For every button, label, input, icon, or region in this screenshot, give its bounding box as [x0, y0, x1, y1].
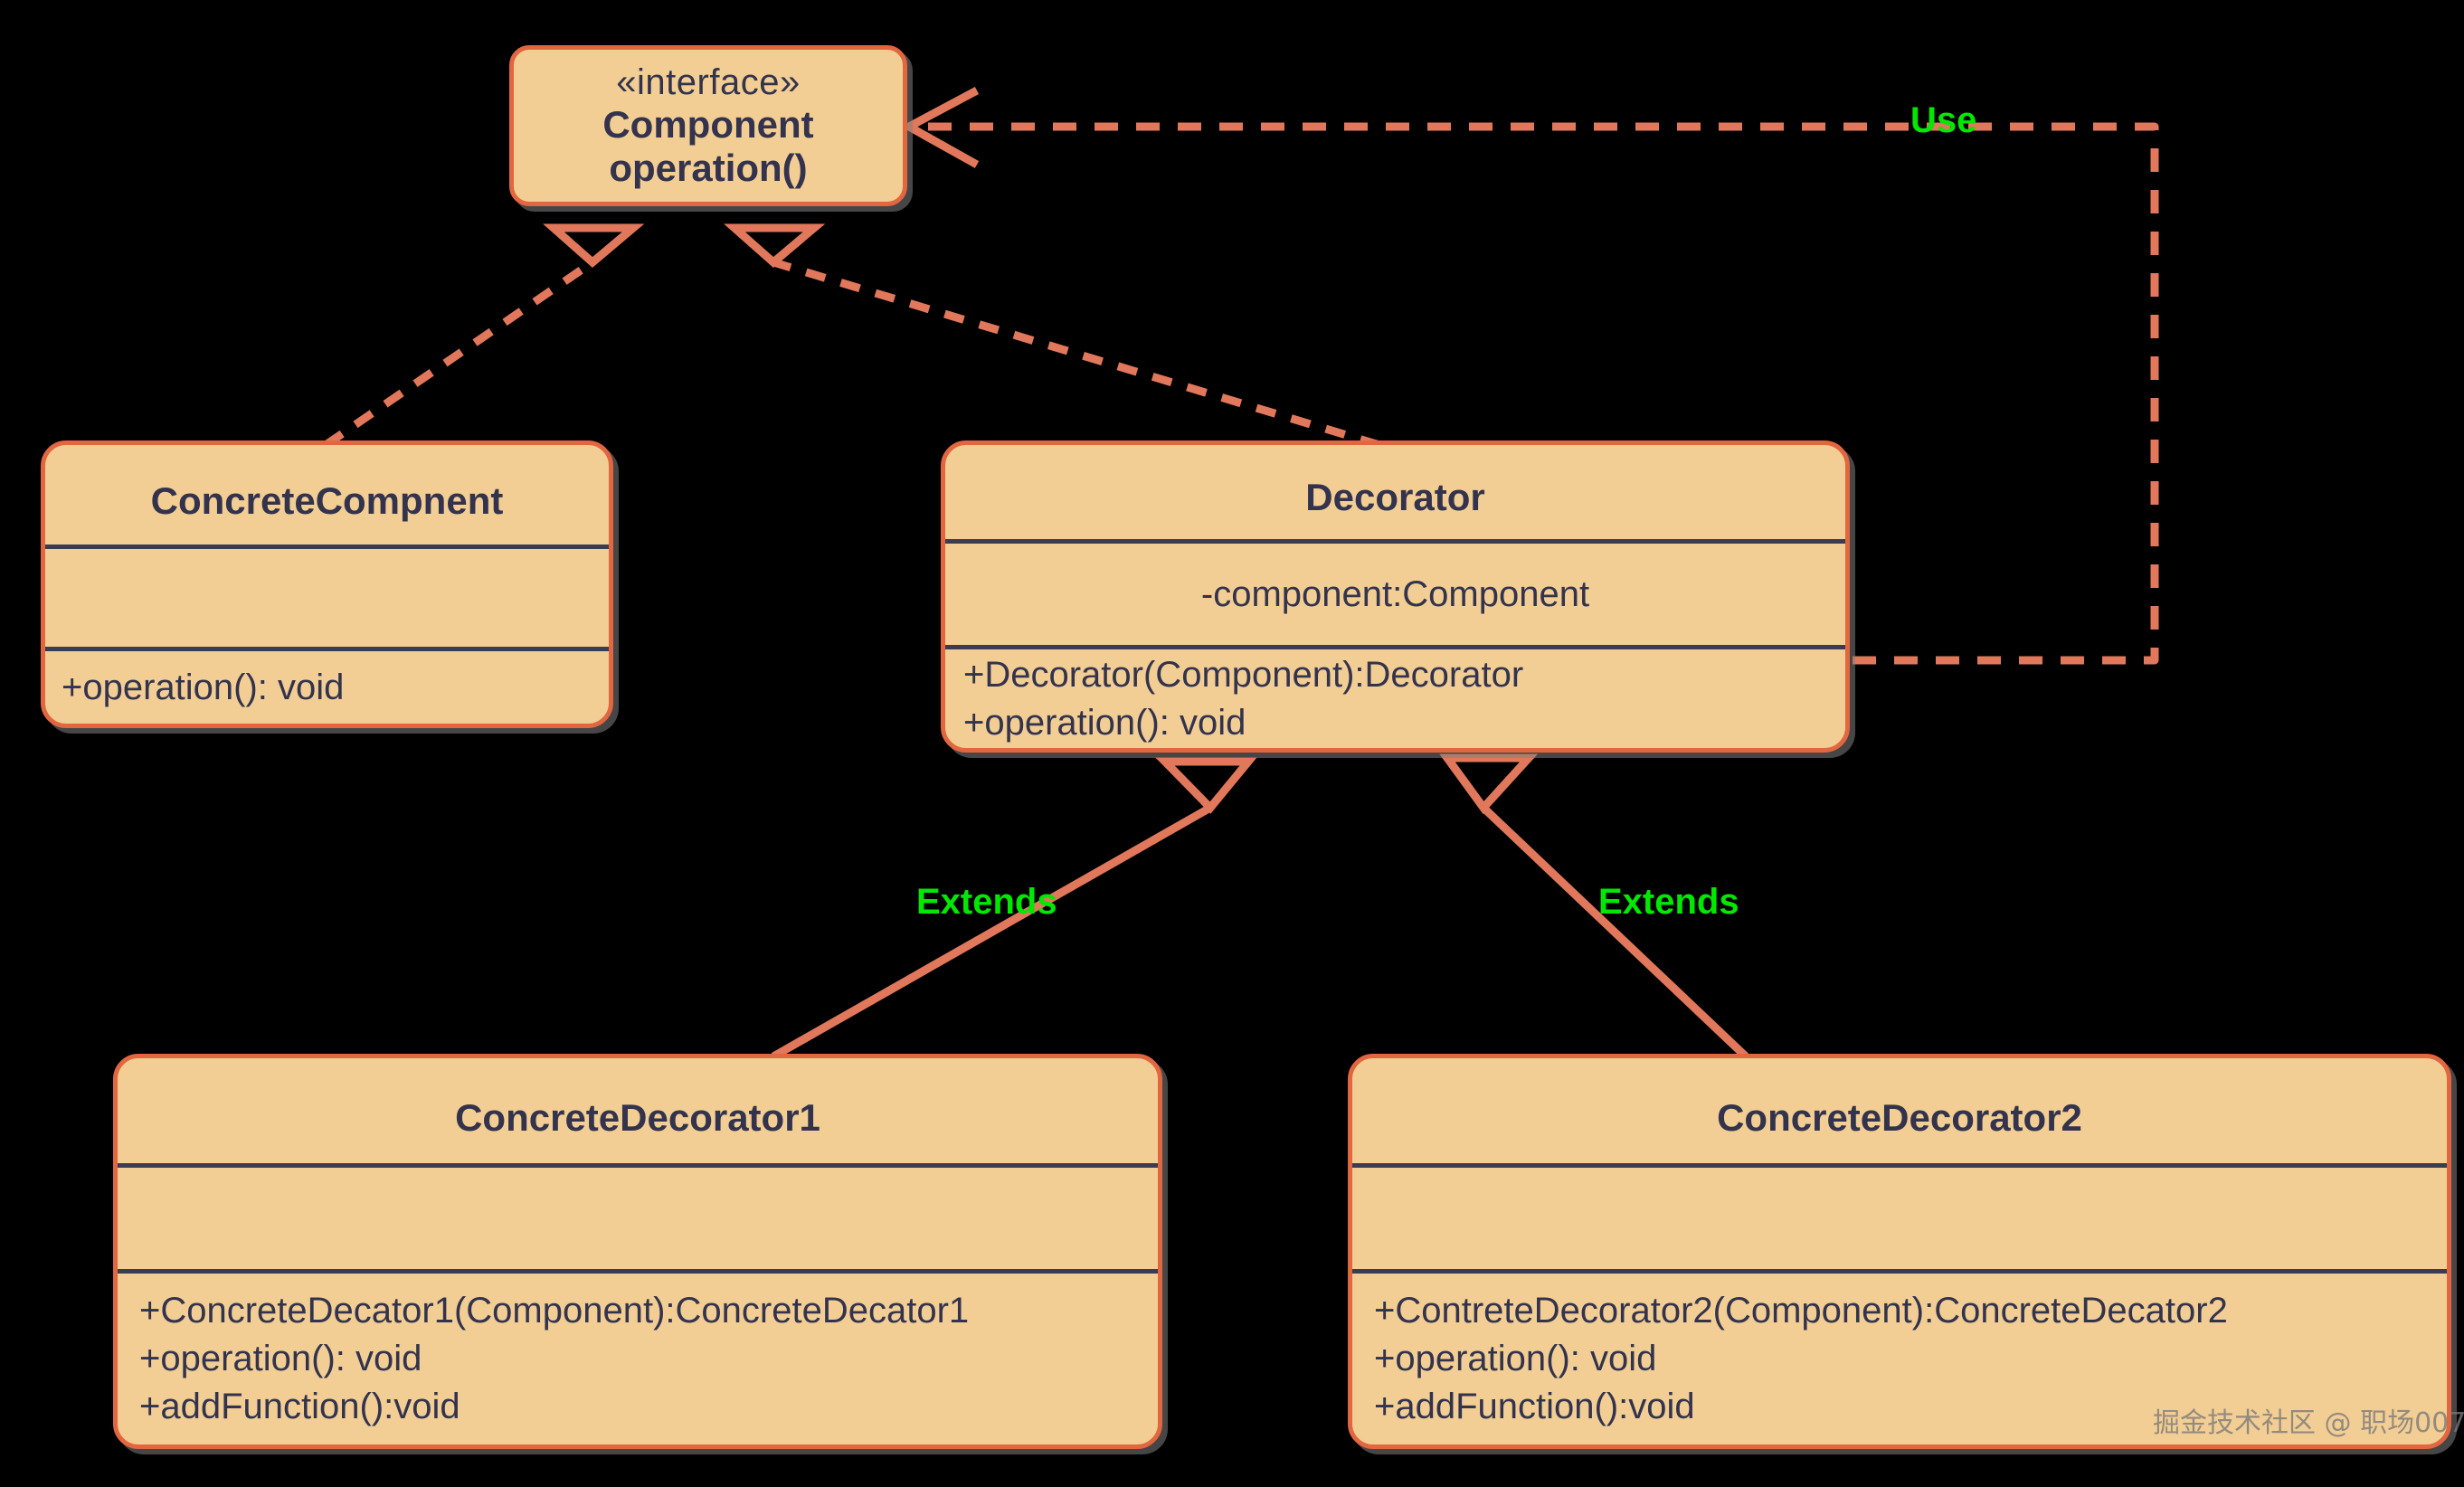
inheritance-arrowhead-decorator2: [1439, 753, 1539, 815]
decorator-operations: +Decorator(Component):Decorator +operati…: [945, 649, 1845, 748]
compartment-divider: [1352, 1269, 2447, 1274]
realization-line-decorator: [772, 258, 1381, 450]
compartment-divider: [45, 545, 609, 549]
operation-row: +operation(): void: [1374, 1339, 1657, 1379]
concrete-decorator1-class-name: ConcreteDecorator1: [455, 1095, 820, 1139]
concrete-decorator1-attributes: [118, 1168, 1158, 1269]
operation-row: +operation(): void: [139, 1339, 422, 1379]
inheritance-arrowhead-decorator1: [1155, 757, 1257, 814]
compartment-divider: [945, 645, 1845, 649]
concrete-compnent-operations: +operation(): void: [45, 651, 609, 724]
watermark: 掘金技术社区 @ 职场007: [2153, 1407, 2464, 1439]
decorator-class-name: Decorator: [1305, 475, 1485, 518]
relationship-label-use: Use: [1910, 100, 1977, 140]
inheritance-line-decorator2: [1480, 804, 1749, 1060]
concrete-compnent-class-name: ConcreteCompnent: [150, 478, 504, 522]
operation-row: +operation(): void: [963, 702, 1246, 743]
dependency-arrowhead-use: [900, 87, 980, 168]
operation-row: +operation(): void: [62, 667, 345, 707]
operation-row: +addFunction():void: [139, 1386, 460, 1426]
realization-arrowhead-concretecompnent: [543, 223, 645, 268]
decorator-attributes: -component:Component: [945, 544, 1845, 645]
relationship-label-extends-2: Extends: [1598, 882, 1739, 922]
component-operation: operation(): [609, 147, 808, 189]
component-stereotype: «interface»: [616, 62, 801, 102]
class-box-concrete-decorator2[interactable]: ConcreteDecorator2 +ContreteDecorator2(C…: [1348, 1054, 2451, 1449]
compartment-divider: [945, 539, 1845, 544]
operation-row: +ContreteDecorator2(Component):ConcreteD…: [1374, 1291, 2228, 1331]
concrete-decorator2-operations: +ContreteDecorator2(Component):ConcreteD…: [1352, 1274, 2447, 1444]
concrete-compnent-attributes: [45, 549, 609, 647]
realization-arrowhead-decorator: [724, 223, 826, 268]
inheritance-line-decorator1: [771, 804, 1213, 1060]
concrete-decorator1-operations: +ConcreteDecator1(Component):ConcreteDec…: [118, 1274, 1158, 1444]
compartment-divider: [118, 1163, 1158, 1168]
component-title-compartment: «interface» Component operation(): [514, 50, 903, 202]
compartment-divider: [45, 647, 609, 651]
concrete-decorator2-attributes: [1352, 1168, 2447, 1269]
class-box-component[interactable]: «interface» Component operation(): [509, 45, 907, 206]
operation-row: +Decorator(Component):Decorator: [963, 654, 1524, 695]
operation-row: +addFunction():void: [1374, 1386, 1695, 1426]
realization-line-concretecompnent: [323, 259, 595, 449]
concrete-decorator2-class-name: ConcreteDecorator2: [1717, 1095, 2082, 1139]
compartment-divider: [1352, 1163, 2447, 1168]
class-box-decorator[interactable]: Decorator -component:Component +Decorato…: [941, 440, 1850, 753]
class-box-concrete-decorator1[interactable]: ConcreteDecorator1 +ConcreteDecator1(Com…: [113, 1054, 1162, 1449]
relationship-label-extends-1: Extends: [916, 882, 1057, 922]
attribute-row: -component:Component: [1200, 573, 1590, 614]
class-box-concrete-compnent[interactable]: ConcreteCompnent +operation(): void: [41, 440, 613, 728]
operation-row: +ConcreteDecator1(Component):ConcreteDec…: [139, 1291, 970, 1331]
compartment-divider: [118, 1269, 1158, 1274]
component-class-name: Component: [602, 102, 814, 146]
